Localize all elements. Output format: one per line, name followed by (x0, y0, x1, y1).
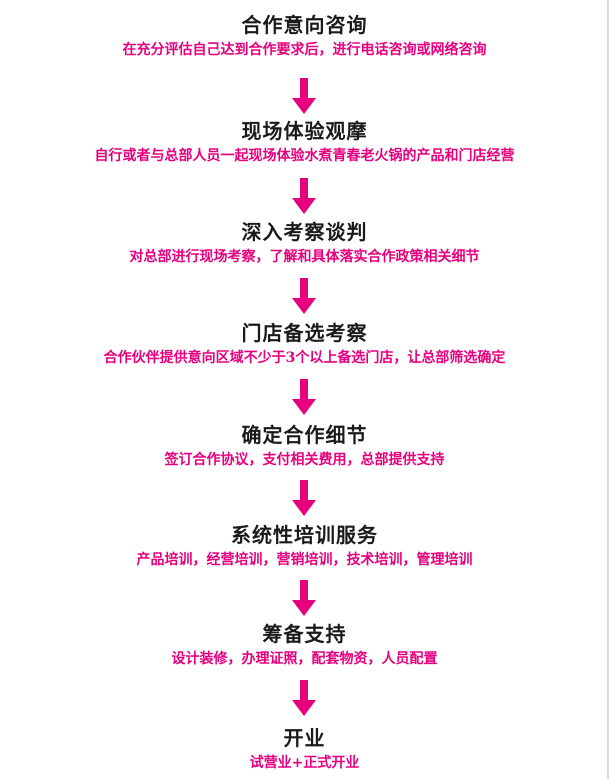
step-6-title: 系统性培训服务 (231, 523, 378, 547)
step-2: 现场体验观摩 自行或者与总部人员一起现场体验水煮青春老火锅的产品和门店经营 (0, 118, 609, 166)
down-arrow-icon (292, 580, 316, 616)
step-4-title: 门店备选考察 (241, 321, 368, 345)
step-3: 深入考察谈判 对总部进行现场考察，了解和具体落实合作政策相关细节 (0, 219, 609, 267)
step-4-description: 合作伙伴提供意向区域不少于3个以上备选门店，让总部筛选确定 (103, 350, 506, 366)
step-6: 系统性培训服务 产品培训，经营培训，营销培训，技术培训，管理培训 (0, 522, 609, 570)
down-arrow-icon (292, 278, 316, 314)
step-5-title: 确定合作细节 (241, 423, 368, 447)
step-1-title: 合作意向咨询 (241, 13, 368, 37)
step-1: 合作意向咨询 在充分评估自己达到合作要求后，进行电话咨询或网络咨询 (0, 12, 609, 60)
down-arrow-icon (292, 379, 316, 415)
step-1-description: 在充分评估自己达到合作要求后，进行电话咨询或网络咨询 (122, 42, 487, 58)
step-5-description: 签订合作协议，支付相关费用，总部提供支持 (164, 452, 445, 468)
step-2-description: 自行或者与总部人员一起现场体验水煮青春老火锅的产品和门店经营 (94, 148, 515, 164)
step-6-description: 产品培训，经营培训，营销培训，技术培训，管理培训 (136, 552, 473, 568)
step-7-description: 设计装修，办理证照，配套物资，人员配置 (171, 651, 438, 667)
down-arrow-icon (292, 680, 316, 716)
page-edge-divider (607, 0, 609, 779)
step-8-title: 开业 (283, 726, 326, 750)
step-8-description: 试营业+正式开业 (249, 755, 360, 771)
step-5: 确定合作细节 签订合作协议，支付相关费用，总部提供支持 (0, 422, 609, 470)
step-2-title: 现场体验观摩 (241, 119, 368, 143)
down-arrow-icon (292, 178, 316, 214)
step-3-description: 对总部进行现场考察，了解和具体落实合作政策相关细节 (129, 249, 480, 265)
step-3-title: 深入考察谈判 (241, 220, 368, 244)
step-7-title: 筹备支持 (262, 622, 347, 646)
step-7: 筹备支持 设计装修，办理证照，配套物资，人员配置 (0, 621, 609, 669)
down-arrow-icon (292, 78, 316, 114)
step-4: 门店备选考察 合作伙伴提供意向区域不少于3个以上备选门店，让总部筛选确定 (0, 320, 609, 368)
down-arrow-icon (292, 480, 316, 516)
step-8: 开业 试营业+正式开业 (0, 725, 609, 773)
